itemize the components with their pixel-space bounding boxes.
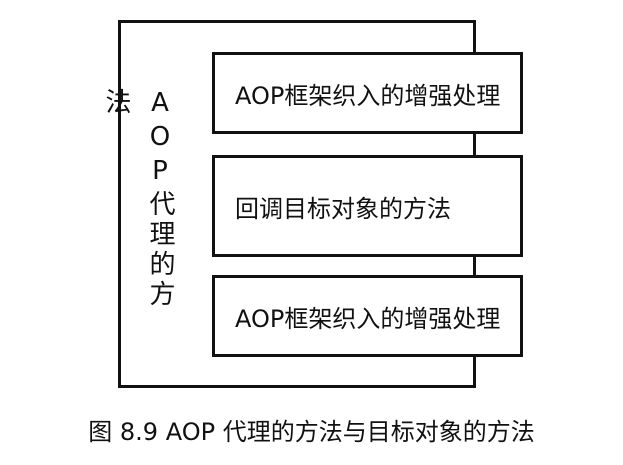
advice-box-before: AOP框架织入的增强处理 [212, 52, 523, 134]
figure-caption: 图 8.9 AOP 代理的方法与目标对象的方法 [88, 418, 535, 446]
aop-proxy-method-label: AOP代理的方法 [101, 88, 175, 310]
advice-box-before-label: AOP框架织入的增强处理 [235, 81, 501, 110]
advice-box-after-label: AOP框架织入的增强处理 [235, 304, 501, 333]
target-method-box-label: 回调目标对象的方法 [235, 194, 451, 223]
target-method-box: 回调目标对象的方法 [212, 155, 523, 257]
advice-box-after: AOP框架织入的增强处理 [212, 275, 523, 357]
